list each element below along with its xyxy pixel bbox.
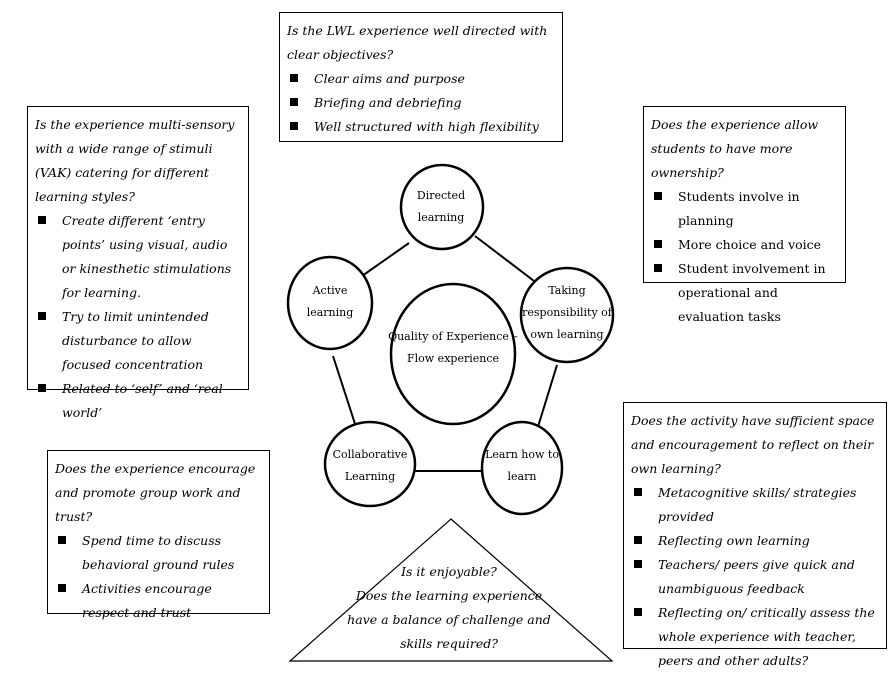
node-active-line-1: Active xyxy=(312,284,348,297)
ownership-list: Students involve in planning More choice… xyxy=(651,185,838,329)
node-collab-line-1: Collaborative xyxy=(332,448,408,461)
directed-learning-box: Is the LWL experience well directed with… xyxy=(279,12,563,142)
node-taking-line-3: own learning xyxy=(530,328,604,341)
node-learn-line-1: Learn how to xyxy=(485,448,559,461)
node-directed-line-2: learning xyxy=(417,211,465,224)
node-active-label: Active learning xyxy=(307,280,354,324)
edge-taking-learn xyxy=(536,364,558,431)
ownership-box: Does the experience allow students to ha… xyxy=(643,106,846,324)
enjoyment-line-1: Is it enjoyable? xyxy=(401,564,497,579)
edge-collab-active xyxy=(332,355,358,431)
list-item: Related to ‘self’ and ‘real world’ xyxy=(35,377,241,425)
enjoyment-triangle xyxy=(288,518,614,662)
enjoyment-line-4: skills required? xyxy=(400,636,498,651)
node-collab-label: Collaborative Learning xyxy=(333,444,408,488)
list-item: Teachers/ peers give quick and unambiguo… xyxy=(631,553,879,601)
active-list: Create different ‘entry points’ using vi… xyxy=(35,209,241,425)
active-learning-box: Is the experience multi-sensory with a w… xyxy=(27,106,249,420)
node-active-line-2: learning xyxy=(306,306,354,319)
node-center xyxy=(389,282,517,426)
edge-active-directed xyxy=(361,242,410,277)
enjoyment-line-2: Does the learning experience xyxy=(355,588,543,603)
list-item: Briefing and debriefing xyxy=(287,91,555,115)
node-learn-label: Learn how to learn xyxy=(485,444,559,488)
node-collab xyxy=(323,420,417,508)
group-work-list: Spend time to discuss behavioral ground … xyxy=(55,529,262,625)
node-taking-line-1: Taking xyxy=(548,284,586,297)
list-item: Reflecting on/ critically assess the who… xyxy=(631,601,879,673)
group-work-box: Does the experience encourage and promot… xyxy=(47,450,270,620)
node-directed xyxy=(399,163,485,251)
node-active xyxy=(286,255,374,351)
ownership-question: Does the experience allow students to ha… xyxy=(651,117,819,180)
list-item: Well structured with high flexibility xyxy=(287,115,555,139)
reflection-list: Metacognitive skills/ strategies provide… xyxy=(631,481,879,673)
enjoyment-text: Is it enjoyable? Does the learning exper… xyxy=(329,560,569,656)
node-directed-label: Directed learning xyxy=(417,185,465,229)
edge-directed-taking xyxy=(474,235,535,282)
node-taking-label: Taking responsibility of own learning xyxy=(522,280,612,346)
active-question: Is the experience multi-sensory with a w… xyxy=(35,117,235,204)
enjoyment-line-3: have a balance of challenge and xyxy=(347,612,551,627)
directed-question: Is the LWL experience well directed with… xyxy=(287,23,548,62)
list-item: Activities encourage respect and trust xyxy=(55,577,262,625)
list-item: Try to limit unintended disturbance to a… xyxy=(35,305,241,377)
node-directed-line-1: Directed xyxy=(416,189,466,202)
reflection-question: Does the activity have sufficient space … xyxy=(631,413,875,476)
group-work-question: Does the experience encourage and promot… xyxy=(55,461,256,524)
directed-list: Clear aims and purpose Briefing and debr… xyxy=(287,67,555,139)
list-item: Create different ‘entry points’ using vi… xyxy=(35,209,241,305)
node-learn xyxy=(480,420,564,516)
node-taking-line-2: responsibility of xyxy=(522,306,612,319)
node-collab-line-2: Learning xyxy=(344,470,396,483)
list-item: More choice and voice xyxy=(651,233,838,257)
list-item: Reflecting own learning xyxy=(631,529,879,553)
node-center-line-1: Quality of Experience – xyxy=(388,330,518,343)
reflection-box: Does the activity have sufficient space … xyxy=(623,402,887,668)
list-item: Metacognitive skills/ strategies provide… xyxy=(631,481,879,529)
list-item: Students involve in planning xyxy=(651,185,838,233)
list-item: Spend time to discuss behavioral ground … xyxy=(55,529,262,577)
list-item: Clear aims and purpose xyxy=(287,67,555,91)
node-center-label: Quality of Experience – Flow experience xyxy=(388,326,518,370)
list-item: Student involvement in operational and e… xyxy=(651,257,838,329)
node-taking xyxy=(519,266,615,364)
node-learn-line-2: learn xyxy=(507,470,537,483)
node-center-line-2: Flow experience xyxy=(407,352,499,365)
